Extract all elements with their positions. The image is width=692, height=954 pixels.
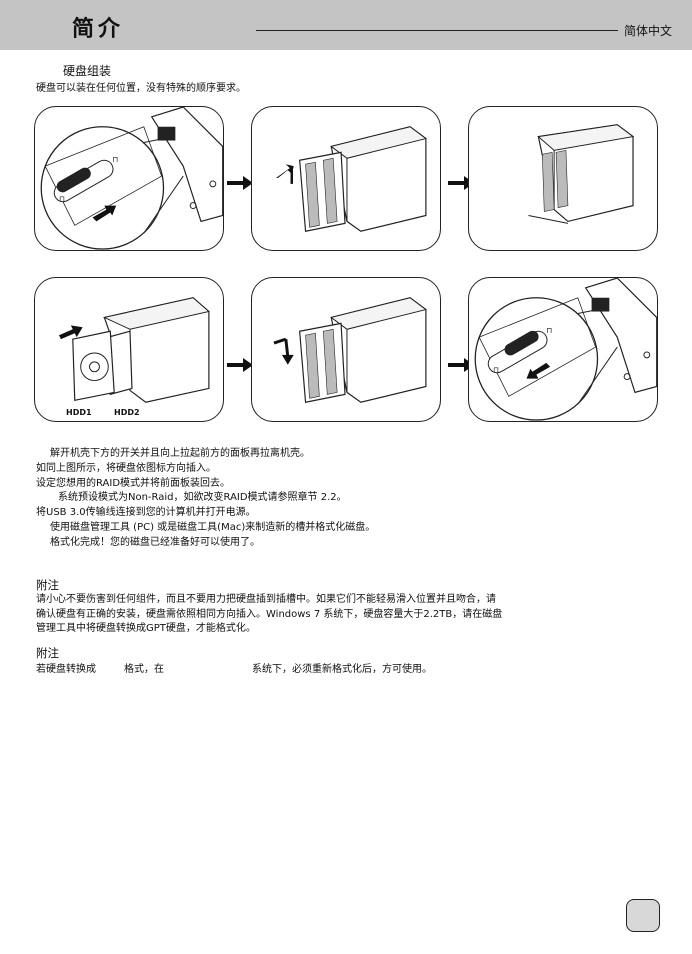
section-subtitle: 硬盘组装 <box>63 64 112 78</box>
instruction-item: 使用磁盘管理工具 (PC) 或是磁盘工具(Mac)来制造新的槽并格式化磁盘。 <box>50 521 376 533</box>
note-body: 若硬盘转换成 格式，在 系统下，必须重新格式化后，方可使用。 <box>36 660 432 675</box>
page-number-box <box>626 899 660 932</box>
unlock-icon: ⊓ <box>112 155 118 164</box>
lock-icon: ⊓ <box>59 195 65 204</box>
instruction-item: 格式化完成！您的磁盘已经准备好可以使用了。 <box>50 536 260 548</box>
svg-text:⊓: ⊓ <box>546 326 552 335</box>
section-intro: 硬盘可以装在任何位置，没有特殊的顺序要求。 <box>36 83 246 94</box>
figure-panel-2 <box>251 106 441 251</box>
note-text: 格式，在 <box>124 664 164 675</box>
instruction-item: 将USB 3.0传输线连接到您的计算机并打开电源。 <box>36 507 256 519</box>
arrow-right-icon <box>448 358 474 372</box>
note-text: 系统下，必须重新格式化后，方可使用。 <box>252 664 432 675</box>
instruction-item: 系统预设模式为Non-Raid，如欲改变RAID模式请参照章节 2.2。 <box>58 492 347 504</box>
note-line: 请小心不要伤害到任何组件，而且不要用力把硬盘插到插槽中。如果它们不能轻易滑入位置… <box>36 594 496 605</box>
instruction-list: 解开机壳下方的开关并且向上拉起前方的面板再拉离机壳。 如同上图所示，将硬盘依图标… <box>36 447 375 551</box>
note-line: 管理工具中将硬盘转换成GPT硬盘，才能格式化。 <box>36 623 256 635</box>
figure-panel-4 <box>34 277 224 422</box>
note-title: 附注 <box>36 646 59 660</box>
page-title: 简介 <box>72 17 125 42</box>
instruction-item: 设定您想用的RAID模式并将前面板装回去。 <box>36 477 231 489</box>
figure-panel-5 <box>251 277 441 422</box>
arrow-right-icon <box>227 176 253 190</box>
figure-panel-1: ⊓ ⊓ <box>34 106 224 251</box>
note-line: 确认硬盘有正确的安装，硬盘需依照相同方向插入。Windows 7 系统下，硬盘容… <box>36 608 503 620</box>
language-label: 简体中文 <box>624 24 673 38</box>
hdd2-label: HDD2 <box>114 408 140 417</box>
instruction-item: 解开机壳下方的开关并且向上拉起前方的面板再拉离机壳。 <box>50 448 310 459</box>
hdd1-label: HDD1 <box>66 408 92 417</box>
figure-panel-3 <box>468 106 658 251</box>
note-title: 附注 <box>36 578 59 592</box>
note-body: 请小心不要伤害到任何组件，而且不要用力把硬盘插到插槽中。如果它们不能轻易滑入位置… <box>36 593 651 637</box>
page-header: 简介 简体中文 <box>0 0 692 50</box>
note-text: 若硬盘转换成 <box>36 664 96 675</box>
arrow-right-icon <box>227 358 253 372</box>
figure-panel-6: ⊓ ⊓ <box>468 277 658 422</box>
svg-text:⊓: ⊓ <box>493 366 499 375</box>
header-divider <box>256 30 618 31</box>
instruction-item: 如同上图所示，将硬盘依图标方向插入。 <box>36 462 216 474</box>
arrow-right-icon <box>448 176 474 190</box>
